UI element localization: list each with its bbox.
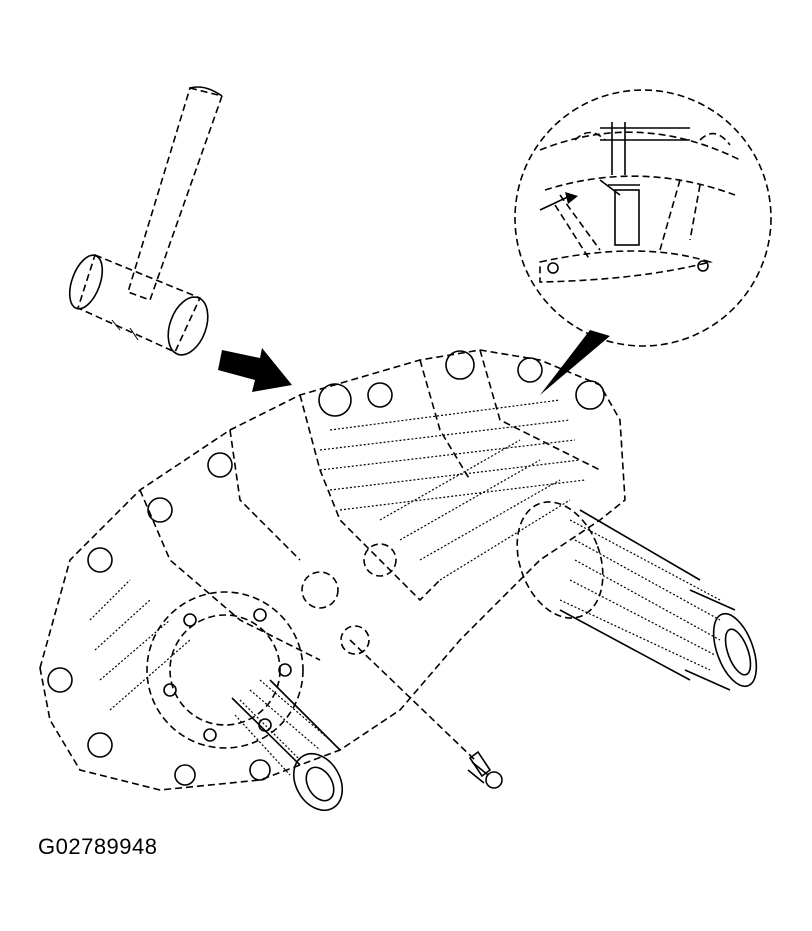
detail-magnifier-icon: [514, 89, 772, 395]
hammer-icon: [68, 86, 224, 356]
transfer-case-housing: [39, 349, 626, 791]
bolt-icon: [349, 639, 503, 789]
output-shaft: [516, 501, 758, 691]
input-shaft: [231, 679, 344, 812]
direction-arrow-icon: [218, 348, 292, 392]
figure-code: G02789948: [38, 834, 158, 859]
